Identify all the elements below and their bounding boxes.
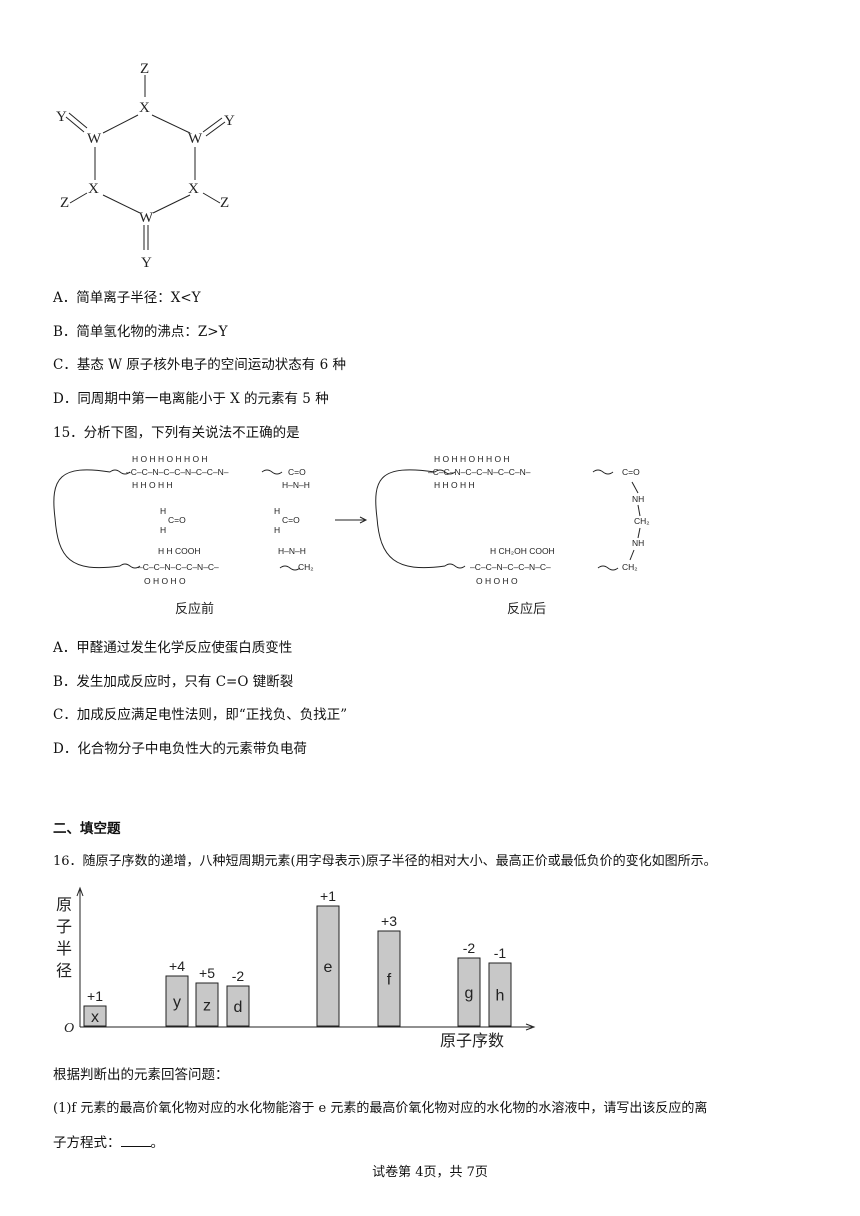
q16-part1-line2: 子方程式： 。 [53,1131,164,1151]
chem-text: C=O [168,515,186,525]
bar-d [226,985,250,1027]
valence-label-f: +3 [381,913,397,929]
hex-atom: X [139,100,150,116]
origin-label: O [64,1021,74,1036]
chem-text: H H O H H [434,480,475,490]
caption-after: 反应后 [507,601,546,616]
bar-h [488,962,512,1027]
q14-option-a: A．简单离子半径：X<Y [53,290,201,306]
bar-label-d: d [234,999,243,1016]
x-axis-label: 原子序数 [440,1032,504,1050]
chem-text: H O H H O H H O H [434,454,510,464]
q16-prompt: 根据判断出的元素回答问题： [53,1067,229,1083]
chem-text: CH₂ [298,562,314,572]
q15-option-a: A．甲醛通过发生化学反应使蛋白质变性 [53,640,293,656]
chem-text: –C–C–N–C–C–N–C–C–N– [126,467,229,477]
chem-text: C=O [622,467,640,477]
bar-g [457,957,481,1027]
valence-label-e: +1 [320,888,336,904]
valence-label-h: -1 [494,945,507,961]
chem-text: H [160,506,166,516]
chem-text: C=O [288,467,306,477]
valence-label-d: -2 [232,968,245,984]
q15-stem: 15．分析下图，下列有关说法不正确的是 [53,425,300,441]
hex-atom: Z [60,195,69,211]
hex-atom: Z [140,61,149,77]
bar-label-z: z [203,998,211,1015]
bar-x [83,1005,107,1027]
bar-y [165,975,189,1027]
bar-e [316,905,340,1027]
q16-part1-line1: (1)f 元素的最高价氧化物对应的水化物能溶于 e 元素的最高价氧化物对应的水化… [53,1101,708,1116]
q16-stem: 16．随原子序数的递增，八种短周期元素(用字母表示)原子半径的相对大小、最高正价… [53,854,717,869]
bar-label-x: x [91,1009,99,1026]
chem-text: H–N–H [282,480,310,490]
hexagon-structure-figure: Z X Y W W Y Z X X Z W Y [56,61,235,271]
q14-option-b: B．简单氢化物的沸点：Z>Y [53,324,228,340]
chem-text: H [274,506,280,516]
chem-text: CH₂ [622,562,638,572]
chem-text: CH₂ [634,516,650,526]
hex-atom: Z [220,195,229,211]
chem-text: –C–C–N–C–C–N–C–C–N– [428,467,531,477]
hex-atom: Y [56,109,67,125]
q15-option-c: C．加成反应满足电性法则，即“正找负、负找正” [53,707,348,723]
bar-f [377,930,401,1027]
chem-text: H H COOH [158,546,201,556]
y-axis-label-char: 半 [56,940,72,958]
chem-text: H [160,525,166,535]
chem-text: H [274,525,280,535]
q15-option-d: D．化合物分子中电负性大的元素带负电荷 [53,741,307,757]
protein-reaction-figure: H O H H O H H O H –C–C–N–C–C–N–C–C–N– H … [53,454,650,616]
chem-text: NH [632,538,644,548]
atomic-radius-chart: 原 子 半 径 O 原子序数 x +1 y +4 z +5 d -2 e +1 f +3 g -2 h -1 [56,886,536,1050]
hex-atom: X [88,181,99,197]
y-axis-label-char: 原 [56,897,72,914]
chem-text: –C–C–N–C–C–N–C– [138,562,219,572]
valence-label-y: +4 [169,958,185,974]
valence-label-z: +5 [199,965,215,981]
page-footer: 试卷第 4页，共 7页 [372,1165,488,1180]
chem-text: H–N–H [278,546,306,556]
valence-label-g: -2 [463,940,476,956]
q14-option-d: D．同周期中第一电离能小于 X 的元素有 5 种 [53,391,329,407]
hex-atom: Y [224,113,235,129]
section-title: 二、填空题 [53,821,121,837]
bar-label-f: f [387,972,392,989]
bar-label-e: e [324,959,333,976]
hex-atom: W [188,131,203,147]
q16-part1-end: 。 [150,1135,165,1151]
bar-label-y: y [173,994,181,1011]
chem-text: H O H H O H H O H [132,454,208,464]
bar-label-h: h [496,988,505,1005]
chem-text: O H O H O [476,576,518,586]
q15-option-b: B．发生加成反应时，只有 C=O 键断裂 [53,674,294,690]
hex-atom: X [188,181,199,197]
hex-atom: W [139,210,154,226]
q16-part1-prefix: 子方程式： [53,1135,121,1151]
chem-text: H CH₂OH COOH [490,546,555,556]
chem-text: H H O H H [132,480,173,490]
chem-text: O H O H O [144,576,186,586]
y-axis-label-char: 径 [56,962,72,980]
chem-text: NH [632,494,644,504]
valence-label-x: +1 [87,988,103,1004]
bar-z [195,982,219,1027]
caption-before: 反应前 [175,601,214,616]
bar-label-g: g [465,985,474,1002]
hex-atom: W [87,131,102,147]
chem-text: C=O [282,515,300,525]
chem-text: –C–C–N–C–C–N–C– [470,562,551,572]
hex-atom: Y [141,255,152,271]
answer-blank[interactable] [120,1134,151,1147]
q14-option-c: C．基态 W 原子核外电子的空间运动状态有 6 种 [53,357,346,373]
y-axis-label-char: 子 [56,918,72,936]
